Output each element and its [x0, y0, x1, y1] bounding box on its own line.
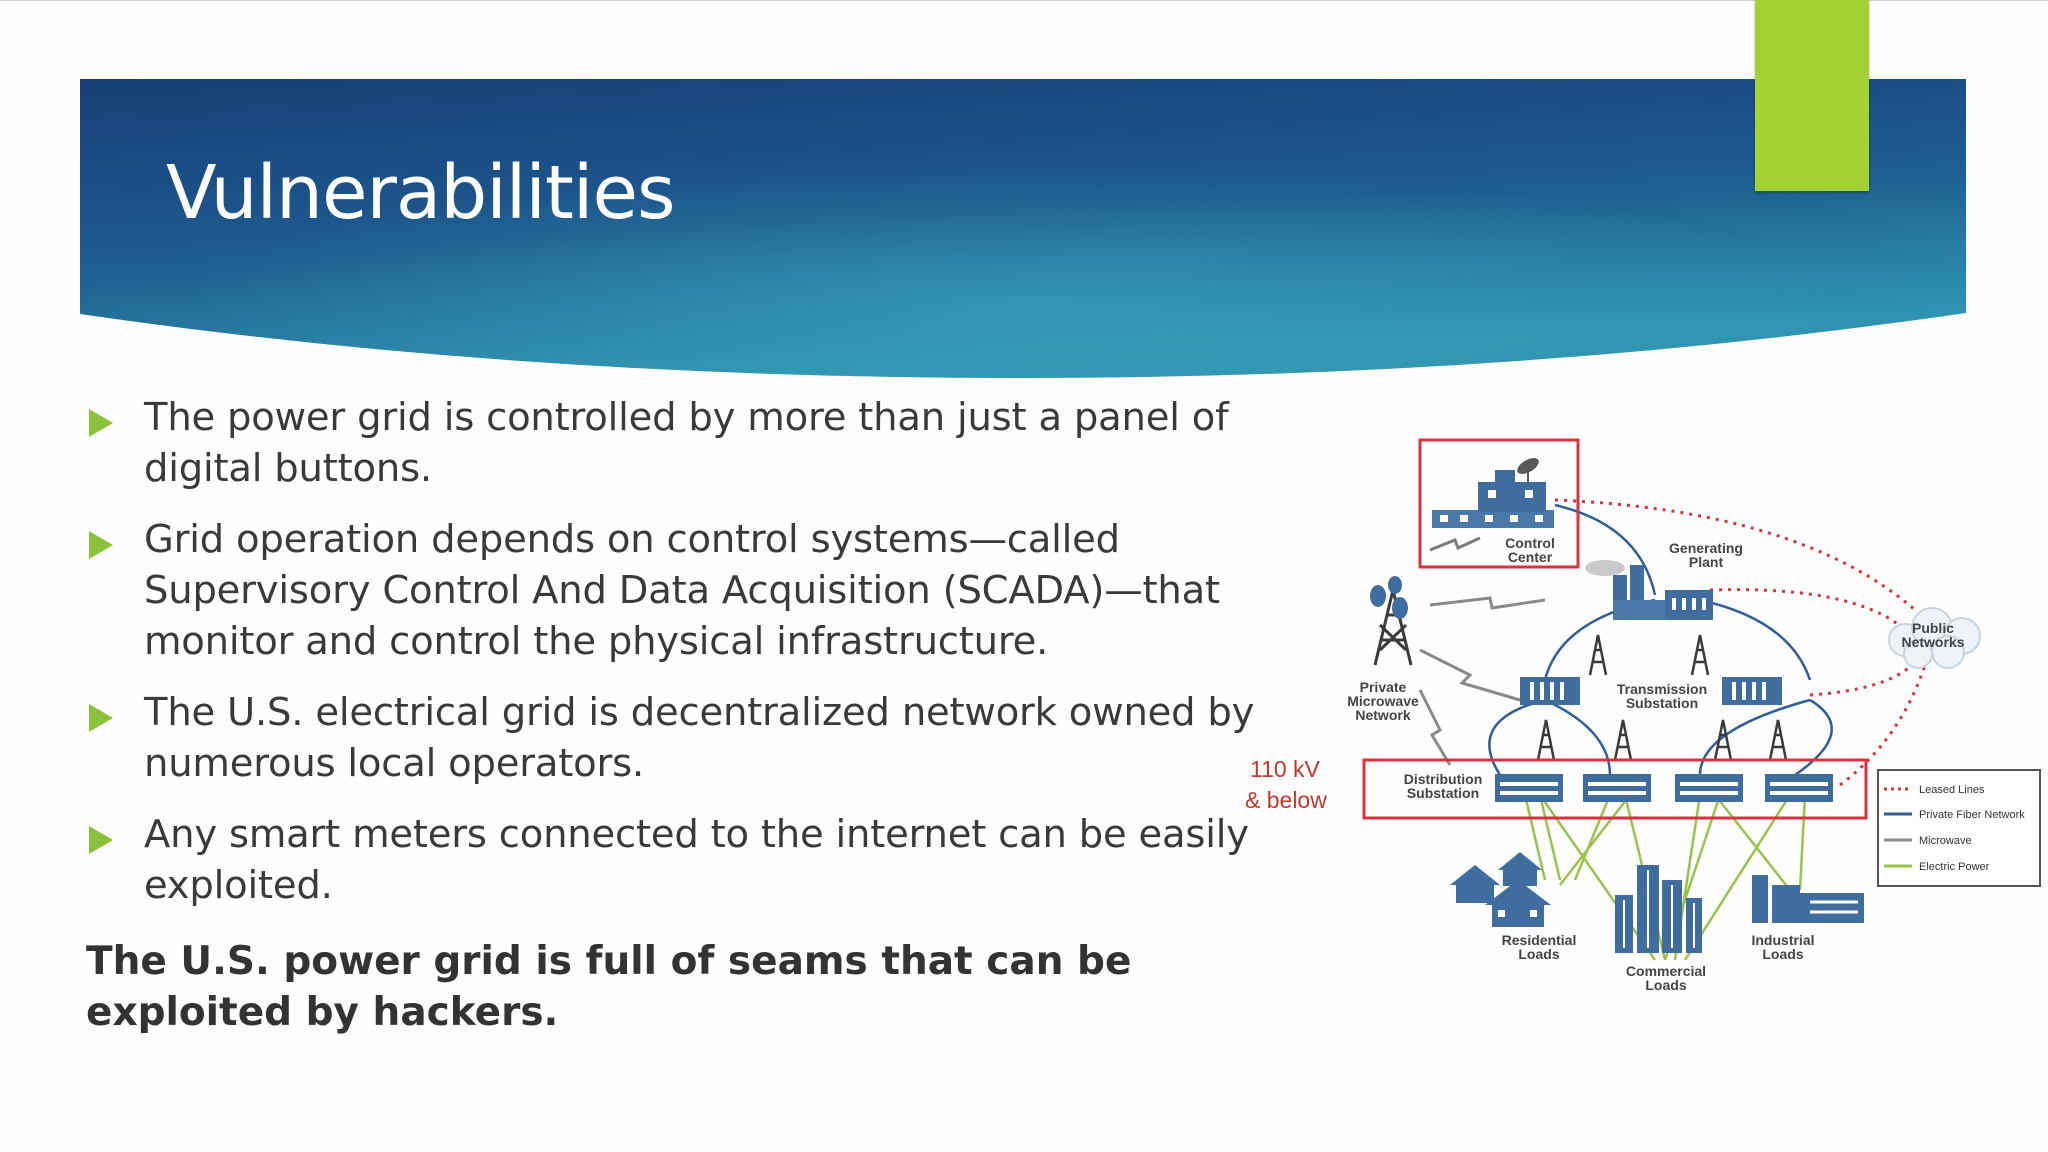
commercial-buildings-icon	[1615, 865, 1702, 953]
microwave-link	[1429, 596, 1546, 610]
legend-swatches	[1884, 787, 1912, 868]
bullet-item: The U.S. electrical grid is decentralize…	[86, 687, 1256, 789]
bullet-arrow-icon	[89, 826, 113, 854]
microwave-tower-icon	[1370, 576, 1413, 666]
fiber-line	[1554, 503, 1657, 596]
distribution-substation-box	[1362, 758, 1868, 820]
distribution-unit-icons	[1495, 774, 1833, 802]
commercial-building-stripes	[1623, 870, 1695, 948]
fiber-line	[1544, 698, 1612, 776]
legend-label: Electric Power	[1919, 861, 1990, 873]
legend-label: Microwave	[1919, 835, 1972, 847]
transmission-tower-icons	[1536, 634, 1788, 761]
leased-line	[1709, 588, 1917, 641]
legend-label: Leased Lines	[1919, 784, 1985, 796]
fiber-line	[1698, 698, 1811, 776]
microwave-link	[1418, 689, 1452, 766]
control-center-box	[1418, 438, 1580, 569]
bullet-list: The power grid is controlled by more tha…	[86, 392, 1256, 931]
control-center-icon	[1432, 458, 1554, 528]
industrial-building-stripes	[1810, 900, 1858, 914]
fiber-line	[1794, 698, 1833, 777]
transmission-substation-icon	[1520, 677, 1580, 705]
leased-line	[1554, 498, 1916, 612]
bullet-text: Any smart meters connected to the intern…	[144, 812, 1249, 908]
fiber-line	[1699, 598, 1812, 681]
transmission-substation-icon	[1722, 677, 1782, 705]
slide-title: Vulnerabilities	[166, 150, 676, 236]
public-networks-cloud-icon	[1888, 607, 1981, 669]
bullet-arrow-icon	[89, 531, 113, 559]
industrial-building-icon	[1752, 875, 1864, 923]
voltage-label: 110 kV& below	[1245, 756, 1327, 813]
bullet-text: The power grid is controlled by more tha…	[144, 395, 1229, 491]
distribution-unit-windows	[1500, 782, 1828, 795]
bullet-text: The U.S. electrical grid is decentralize…	[144, 690, 1255, 786]
conclusion-text: The U.S. power grid is full of seams tha…	[86, 939, 1132, 1035]
bullet-item: Grid operation depends on control system…	[86, 514, 1256, 667]
leased-line	[1839, 664, 1927, 787]
accent-bar	[1755, 0, 1869, 191]
bullet-arrow-icon	[89, 704, 113, 732]
legend-label: Private Fiber Network	[1919, 809, 2025, 821]
bullet-item: Any smart meters connected to the intern…	[86, 809, 1256, 911]
fiber-line	[1488, 698, 1546, 776]
top-divider	[0, 0, 2048, 1]
generating-plant-icon	[1585, 560, 1713, 620]
title-banner	[80, 79, 1966, 378]
bullet-arrow-icon	[89, 409, 113, 437]
leased-line	[1809, 663, 1914, 697]
bullet-item: The power grid is controlled by more tha…	[86, 392, 1256, 494]
microwave-link	[1419, 648, 1521, 702]
bullet-text: Grid operation depends on control system…	[144, 517, 1220, 664]
residential-houses-icon	[1450, 852, 1551, 927]
microwave-link	[1429, 536, 1481, 552]
